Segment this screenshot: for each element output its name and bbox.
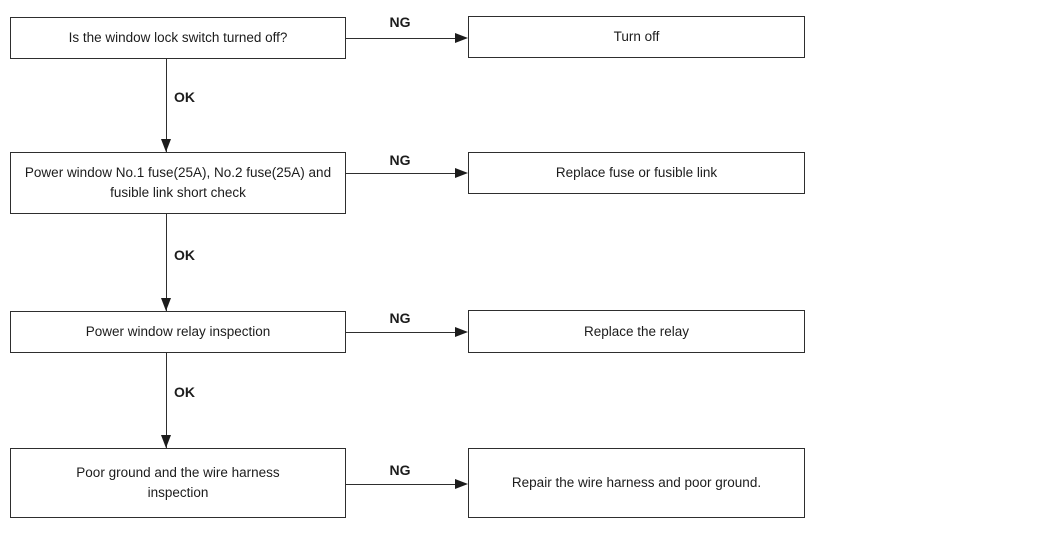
ng-connector-line bbox=[346, 332, 456, 333]
action-box-replace-relay: Replace the relay bbox=[468, 310, 805, 353]
action-text: Turn off bbox=[613, 29, 660, 44]
step-text: Is the window lock switch turned off? bbox=[68, 30, 288, 45]
arrow-right-icon bbox=[455, 327, 468, 337]
ok-connector-line bbox=[166, 59, 167, 152]
action-text: Replace the relay bbox=[583, 323, 690, 339]
step-box-relay-inspection: Power window relay inspection bbox=[10, 311, 346, 353]
arrow-right-icon bbox=[455, 33, 468, 43]
step-box-window-lock-switch: Is the window lock switch turned off? bbox=[10, 17, 346, 59]
arrow-down-icon bbox=[161, 435, 171, 448]
action-box-repair-harness: Repair the wire harness and poor ground. bbox=[468, 448, 805, 518]
step-text: Poor ground and the wire harness inspect… bbox=[76, 465, 280, 500]
action-box-turn-off: Turn off bbox=[468, 16, 805, 58]
ng-branch-label: NG bbox=[389, 14, 411, 30]
ng-connector-line bbox=[346, 38, 456, 39]
ng-branch-label: NG bbox=[389, 462, 411, 478]
ok-branch-label: OK bbox=[174, 384, 195, 400]
action-text: Replace fuse or fusible link bbox=[555, 165, 718, 180]
action-text: Repair the wire harness and poor ground. bbox=[511, 475, 762, 490]
ng-branch-label: NG bbox=[389, 310, 411, 326]
step-text: Power window No.1 fuse(25A), No.2 fuse(2… bbox=[24, 165, 332, 200]
arrow-right-icon bbox=[455, 479, 468, 489]
action-box-replace-fuse: Replace fuse or fusible link bbox=[468, 152, 805, 194]
ng-branch-label: NG bbox=[389, 152, 411, 168]
arrow-down-icon bbox=[161, 139, 171, 152]
ok-connector-line bbox=[166, 353, 167, 448]
step-box-fuse-short-check: Power window No.1 fuse(25A), No.2 fuse(2… bbox=[10, 152, 346, 214]
arrow-right-icon bbox=[455, 168, 468, 178]
ok-connector-line bbox=[166, 214, 167, 311]
ng-connector-line bbox=[346, 484, 456, 485]
ng-connector-line bbox=[346, 173, 456, 174]
arrow-down-icon bbox=[161, 298, 171, 311]
ok-branch-label: OK bbox=[174, 89, 195, 105]
step-box-ground-harness-inspection: Poor ground and the wire harness inspect… bbox=[10, 448, 346, 518]
step-text: Power window relay inspection bbox=[85, 324, 271, 339]
ok-branch-label: OK bbox=[174, 247, 195, 263]
